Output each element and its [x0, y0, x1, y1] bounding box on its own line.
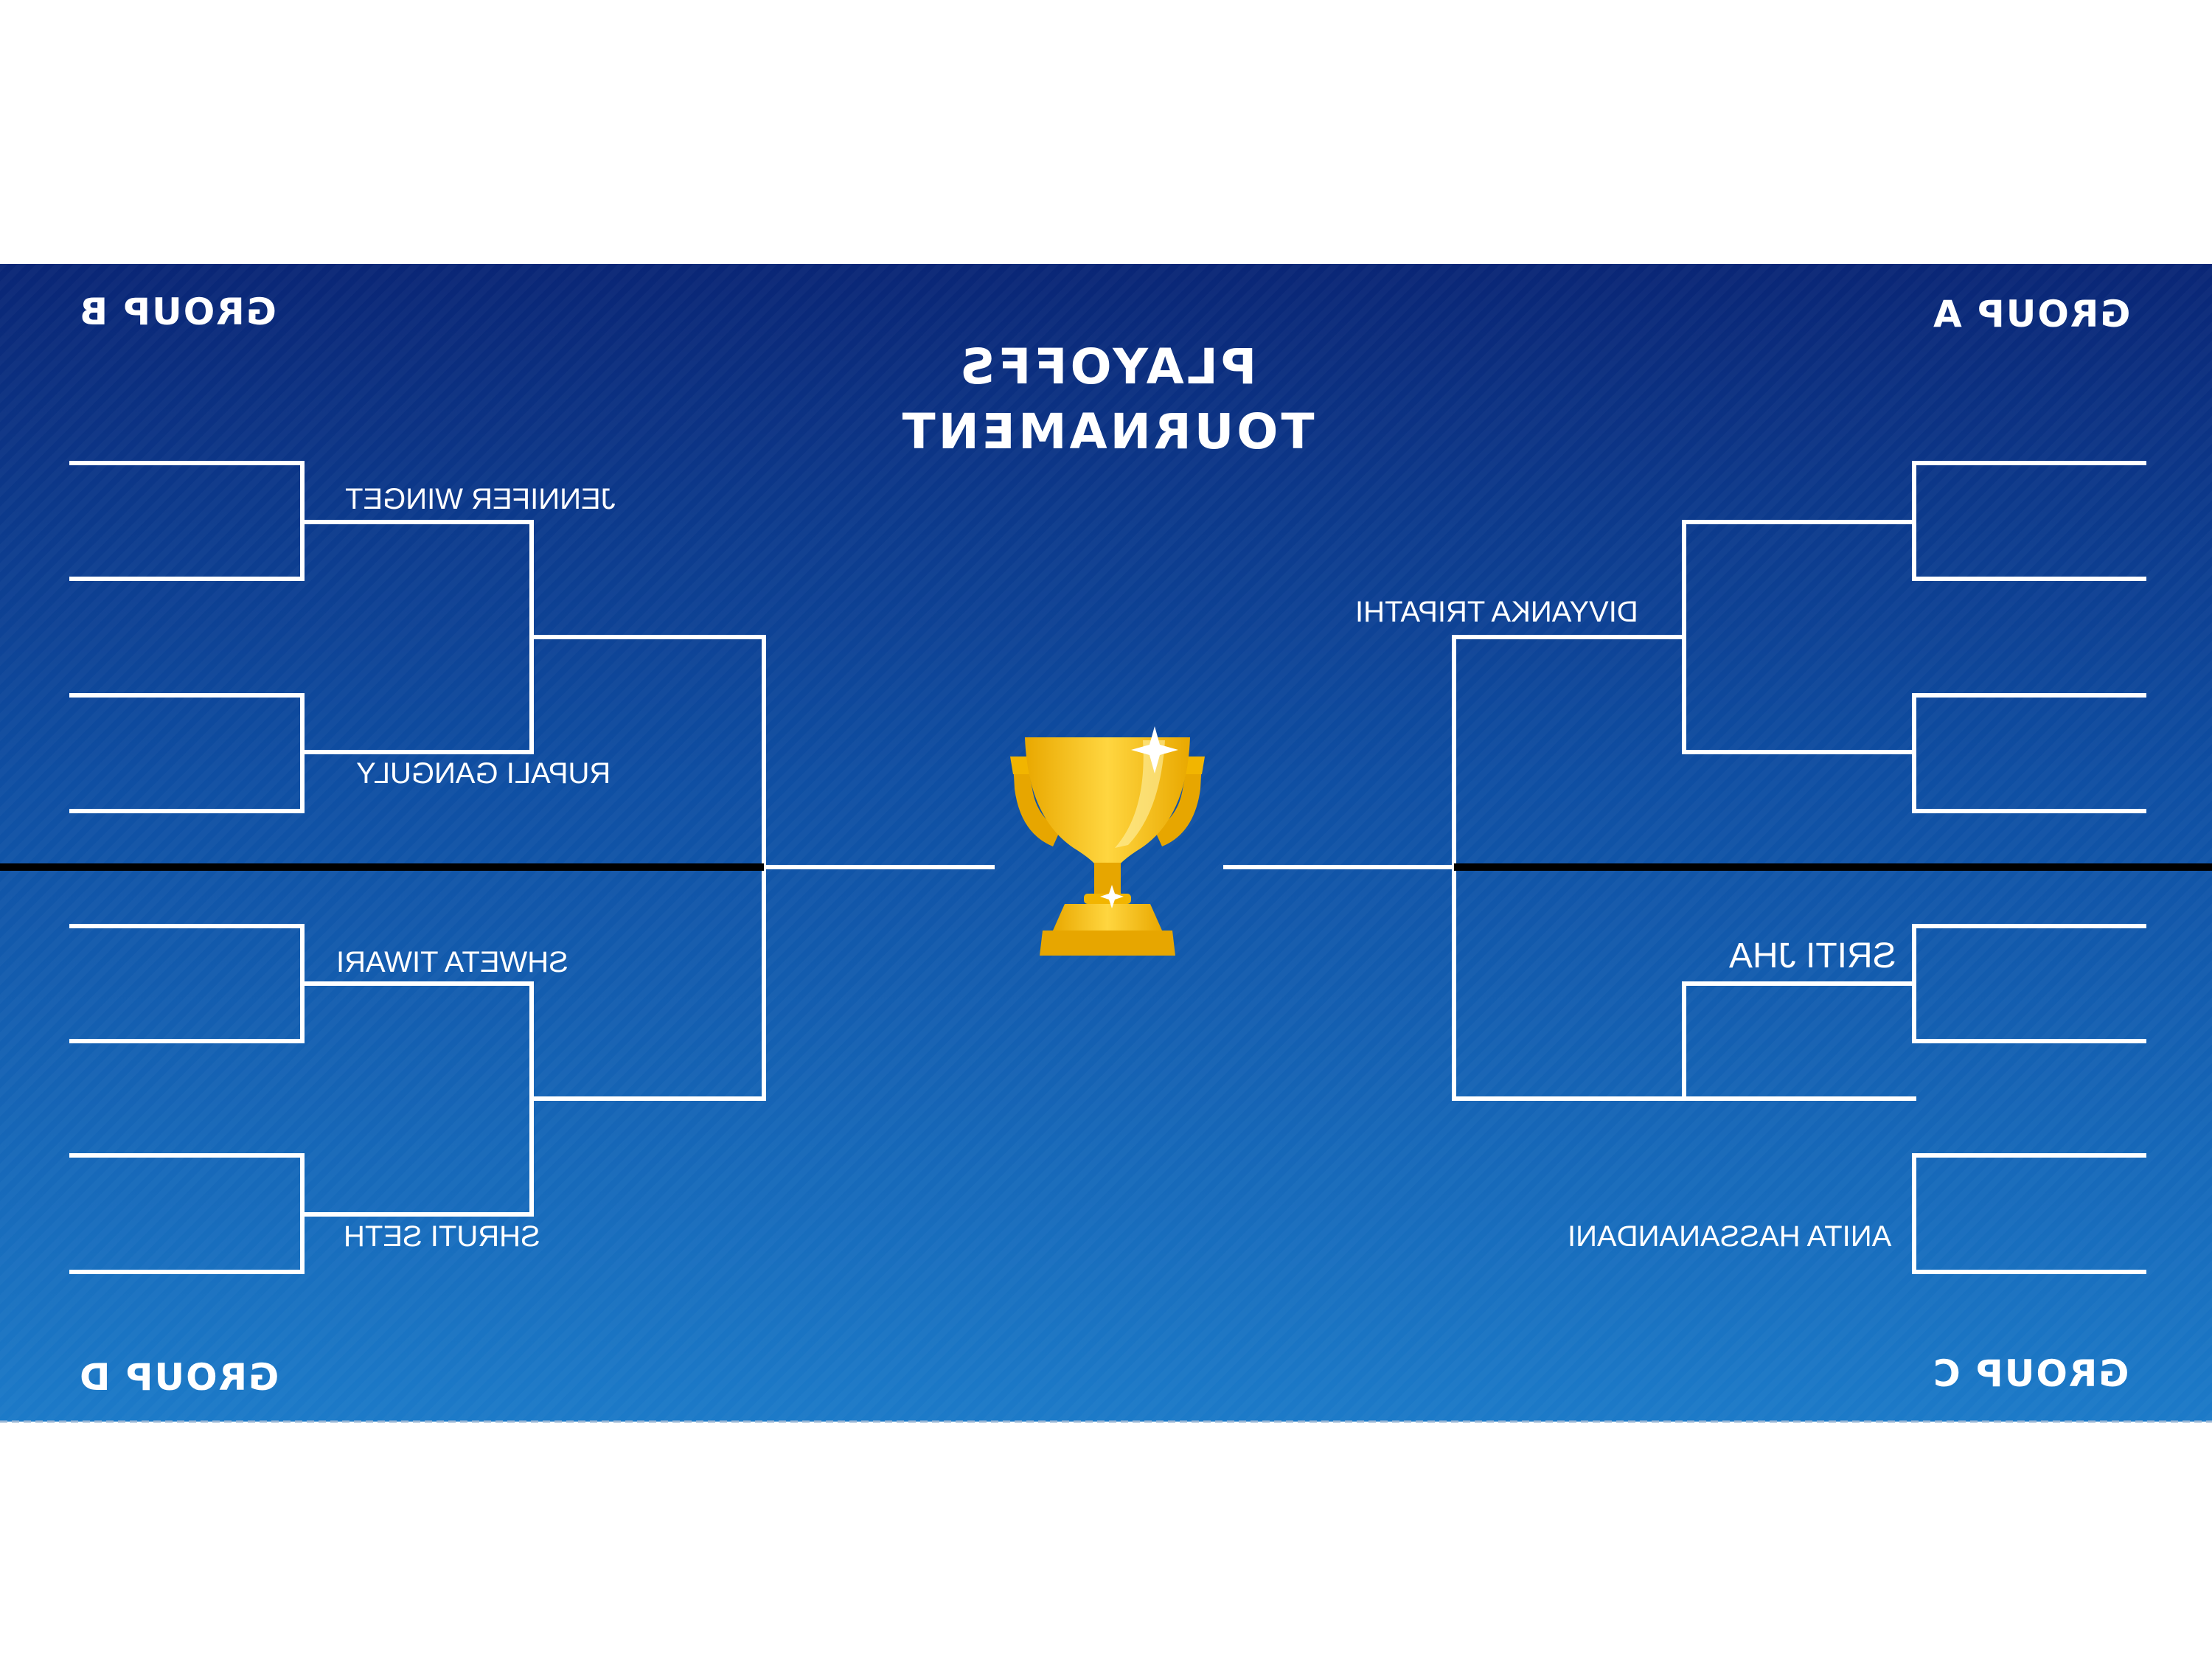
player-name-a-top: DIVYANKA TRIPATHI: [1355, 596, 1638, 628]
trophy-icon: [1010, 726, 1205, 956]
player-name-b-top: JENNIFER WINGET: [345, 483, 616, 515]
player-name-b-bottom: RUPALI GANGULY: [356, 757, 611, 790]
group-label-top-left: GROUP B: [78, 291, 276, 333]
title-line-1: PLAYOFFS: [957, 338, 1256, 395]
group-label-top-right: GROUP A: [1932, 293, 2130, 335]
player-name-d-bottom: SHRUTI SETH: [344, 1220, 540, 1253]
player-name-c-top: SRITI JHA: [1729, 936, 1896, 975]
group-label-bottom-right: GROUP C: [1932, 1352, 2129, 1395]
title-line-2: TOURNAMENT: [900, 403, 1315, 460]
player-name-d-top: SHWETA TIWARI: [336, 946, 568, 978]
bracket-semi-c: [1682, 981, 1916, 1101]
group-label-bottom-left: GROUP D: [78, 1356, 279, 1399]
bracket-slot-c2: [1912, 1153, 2146, 1274]
player-name-c-bottom: ANITA HASSANANDANI: [1568, 1220, 1891, 1253]
